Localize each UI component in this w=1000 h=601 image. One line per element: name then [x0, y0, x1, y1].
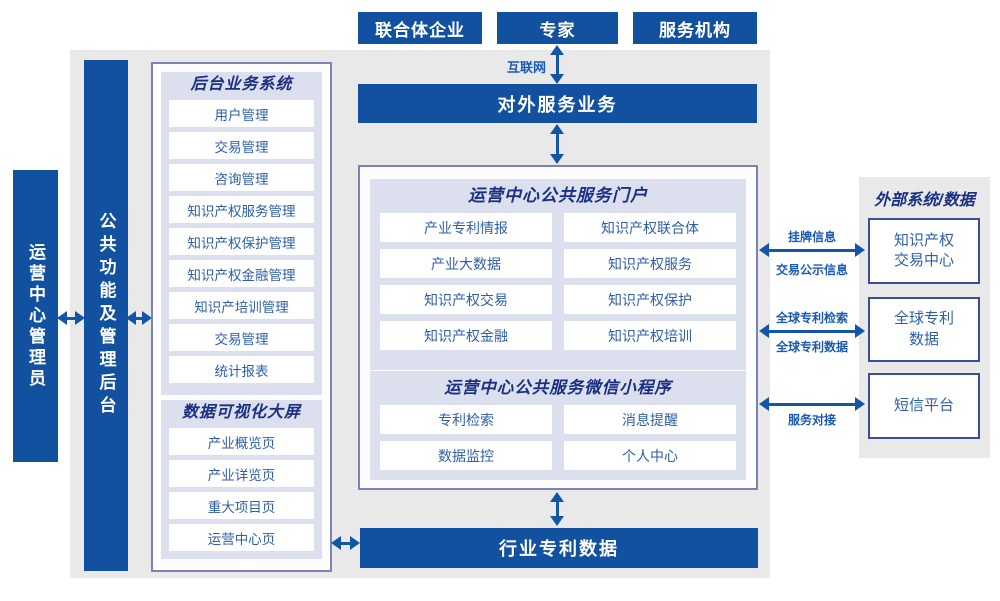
mp-personal-center: 个人中心 [564, 441, 736, 470]
portal-ip-trade: 知识产权交易 [380, 285, 552, 314]
arrow-dashboard-to-patent-data-icon [331, 536, 360, 550]
mp-data-monitor: 数据监控 [380, 441, 552, 470]
miniprogram-title: 运营中心公共服务微信小程序 [444, 379, 672, 397]
portal-industry-big-data: 产业大数据 [380, 249, 552, 278]
page-industry-detail: 产业详览页 [169, 460, 314, 487]
external-systems-title: 外部系统/数据 [874, 192, 975, 209]
portal-ip-consortium: 知识产权联合体 [564, 213, 736, 242]
backend-system-items: 用户管理 交易管理 咨询管理 知识产权服务管理 知识产权保护管理 知识产权金融管… [161, 98, 322, 391]
arrow-admin-to-backend-icon [57, 311, 85, 325]
portal-title: 运营中心公共服务门户 [468, 186, 648, 205]
actor-service-agencies: 服务机构 [633, 12, 757, 44]
module-statistics-report: 统计报表 [169, 356, 314, 383]
miniprogram-section: 运营中心公共服务微信小程序 专利检索 消息提醒 数据监控 个人中心 [370, 371, 746, 480]
internet-label: 互联网 [506, 60, 546, 75]
page-operation-center: 运营中心页 [169, 524, 314, 551]
portal-industry-patent-intel: 产业专利情报 [380, 213, 552, 242]
module-ip-training-management: 知识产培训管理 [169, 292, 314, 319]
actor-consortium-enterprises: 联合体企业 [358, 12, 482, 44]
arrow-backend-to-panel-icon [126, 311, 152, 325]
external-global-patent-data-box: 全球专利 数据 [868, 297, 980, 362]
page-major-projects: 重大项目页 [169, 492, 314, 519]
mp-message-reminder: 消息提醒 [564, 405, 736, 434]
industry-patent-data-bar: 行业专利数据 [360, 528, 758, 568]
backend-system-section: 后台业务系统 用户管理 交易管理 咨询管理 知识产权服务管理 知识产权保护管理 … [161, 72, 322, 395]
portal-ip-protection: 知识产权保护 [564, 285, 736, 314]
portal-ip-finance: 知识产权金融 [380, 321, 552, 350]
mp-patent-search: 专利检索 [380, 405, 552, 434]
module-user-management: 用户管理 [169, 100, 314, 127]
module-consult-management: 咨询管理 [169, 164, 314, 191]
arrow-internet-icon [550, 45, 564, 84]
module-ip-finance-management: 知识产权金融管理 [169, 260, 314, 287]
external-ip-trade-center-box: 知识产权 交易中心 [868, 218, 980, 284]
arrow-global-patent-data-icon [759, 324, 865, 338]
backend-panel: 后台业务系统 用户管理 交易管理 咨询管理 知识产权服务管理 知识产权保护管理 … [151, 62, 332, 572]
module-trade-management: 交易管理 [169, 132, 314, 159]
portal-ip-service: 知识产权服务 [564, 249, 736, 278]
global-patent-data-label: 全球专利数据 [775, 340, 848, 354]
dashboard-title: 数据可视化大屏 [181, 404, 301, 421]
external-service-bar: 对外服务业务 [358, 84, 757, 123]
dashboard-section: 数据可视化大屏 产业概览页 产业详览页 重大项目页 运营中心页 [161, 400, 322, 559]
backend-functions-bar: 公共功能及管理后台 [84, 60, 128, 571]
service-docking-label: 服务对接 [787, 413, 836, 427]
operation-center-panel: 运营中心公共服务门户 产业专利情报 知识产权联合体 产业大数据 知识产权服务 知… [358, 165, 758, 490]
arrow-sms-platform-icon [759, 397, 865, 411]
portal-section: 运营中心公共服务门户 产业专利情报 知识产权联合体 产业大数据 知识产权服务 知… [370, 179, 746, 370]
dashboard-items: 产业概览页 产业详览页 重大项目页 运营中心页 [161, 426, 322, 559]
module-ip-protection-management: 知识产权保护管理 [169, 228, 314, 255]
backend-system-title: 后台业务系统 [190, 76, 293, 93]
listing-info-label: 挂牌信息 [787, 230, 836, 244]
arrow-service-to-portal-icon [550, 124, 564, 164]
module-trade-management-2: 交易管理 [169, 324, 314, 351]
portal-items: 产业专利情报 知识产权联合体 产业大数据 知识产权服务 知识产权交易 知识产权保… [370, 209, 746, 360]
arrow-panel-to-patent-data-icon [550, 492, 564, 526]
arrow-ip-trade-center-icon [759, 243, 865, 257]
portal-ip-training: 知识产权培训 [564, 321, 736, 350]
module-ip-service-management: 知识产权服务管理 [169, 196, 314, 223]
external-sms-platform-box: 短信平台 [868, 373, 980, 439]
admin-role-bar: 运营中心管理员 [13, 170, 58, 462]
actor-experts: 专家 [497, 12, 618, 44]
miniprogram-items: 专利检索 消息提醒 数据监控 个人中心 [370, 401, 746, 480]
trade-publicity-info-label: 交易公示信息 [775, 263, 848, 277]
global-patent-search-label: 全球专利检索 [775, 311, 848, 325]
page-industry-overview: 产业概览页 [169, 428, 314, 455]
